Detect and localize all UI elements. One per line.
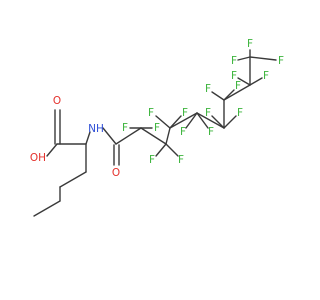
molecule-structure-diagram: OH O NH O F F F F F F F F F F F F F F F … [30, 38, 284, 217]
bond-layer [33, 49, 277, 217]
bond-c3-f-right [169, 115, 182, 129]
bond-c2-f-left [155, 143, 167, 157]
bond-amide-c-cf2-1 [115, 127, 142, 145]
bond-cf2-2-3 [165, 127, 171, 145]
bond-c6-f-right [223, 89, 235, 101]
bond-cf2-1-2 [140, 127, 167, 145]
bond-butyl-3-4 [33, 200, 61, 217]
fluorine-label: F [180, 126, 186, 138]
bond-c2-f-right [165, 143, 179, 157]
bond-acid-c-oh [46, 143, 58, 157]
hydroxyl-label: OH [30, 152, 46, 164]
acid-carbonyl-oxygen-label: O [53, 95, 61, 107]
bond-cf3-f-right [249, 56, 277, 61]
bond-cf2-6-7 [223, 84, 251, 101]
fluorine-label: F [231, 70, 237, 82]
bond-butyl-1-2 [59, 171, 87, 188]
fluorine-label: F [148, 107, 154, 119]
fluorine-label: F [278, 55, 284, 67]
amide-carbonyl-oxygen-label: O [112, 167, 120, 179]
fluorine-label: F [231, 55, 237, 67]
bond-c5-f-right [223, 115, 237, 129]
bond-cf3-f-left [237, 56, 251, 61]
amide-nitrogen-label: NH [88, 123, 104, 135]
fluorine-label: F [178, 154, 184, 166]
bond-c4-f-right [196, 112, 209, 129]
bond-cf2-3-4 [169, 112, 198, 129]
fluorine-label: F [149, 154, 155, 166]
fluorine-label: F [235, 80, 241, 92]
fluorine-label: F [237, 107, 243, 119]
fluorine-label: F [247, 38, 253, 50]
bond-c7-f-left [237, 77, 251, 86]
atom-label-layer: OH O NH O F F F F F F F F F F F F F F F … [30, 38, 284, 179]
bond-c4-f-left [185, 112, 198, 129]
fluorine-label: F [154, 122, 160, 134]
bond-c6-f-left [211, 91, 225, 101]
fluorine-label: F [205, 107, 211, 119]
fluorine-label: F [182, 107, 188, 119]
bond-alpha-c-n [85, 131, 91, 145]
bond-c3-f-left [155, 115, 171, 129]
bond-cf2-4-5 [196, 112, 225, 129]
bond-n-amide-c [102, 127, 117, 145]
fluorine-label: F [205, 83, 211, 95]
bond-c5-f-left [211, 115, 225, 129]
fluorine-label: F [122, 122, 128, 134]
bond-c7-f-right [249, 77, 263, 86]
fluorine-label: F [263, 70, 269, 82]
fluorine-label: F [208, 126, 214, 138]
